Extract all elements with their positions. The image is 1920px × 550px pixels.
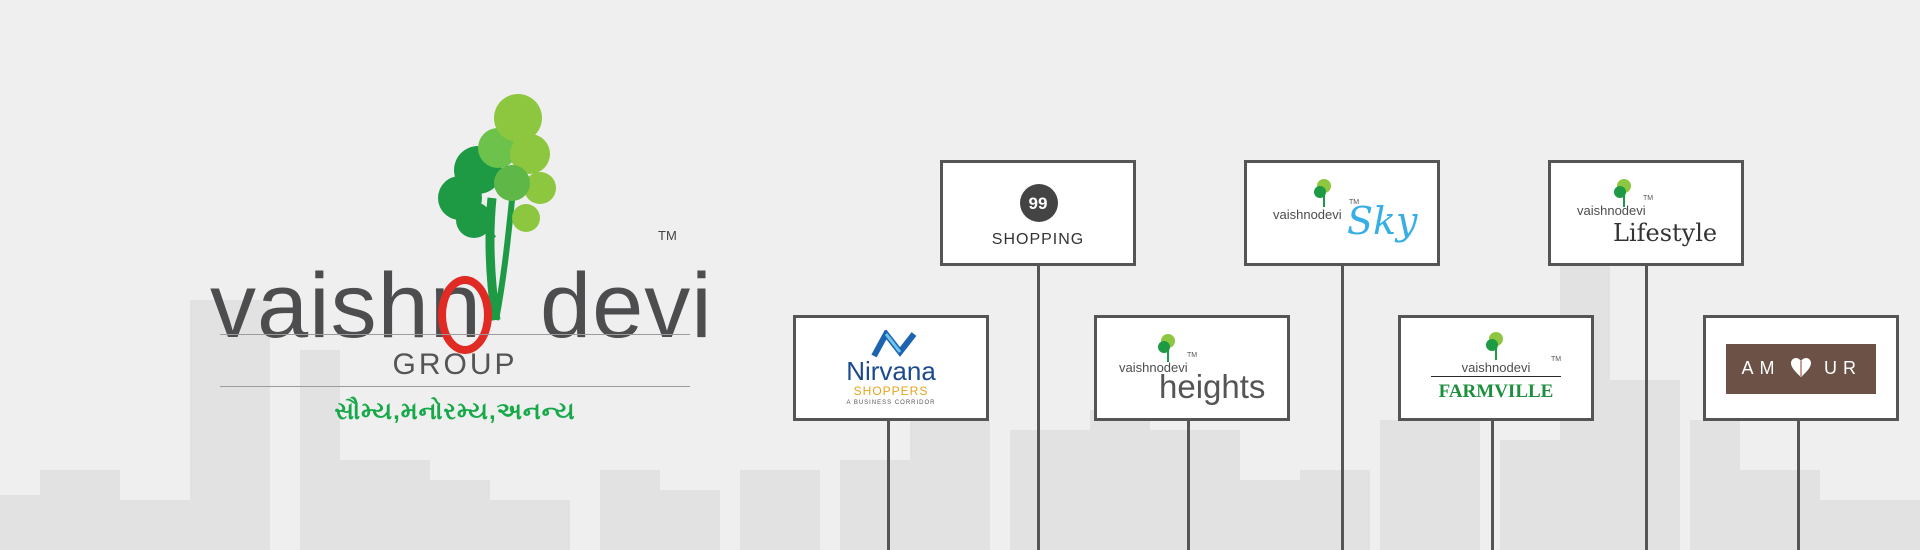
trademark-mark: TM	[1349, 199, 1360, 206]
trademark-mark: TM	[1551, 356, 1562, 363]
project-label: Nirvana	[846, 356, 936, 386]
gujarati-slogan: સૌમ્ય,મનોરમ્ય,અનન્ય	[334, 398, 576, 425]
tree-icon	[1614, 179, 1631, 207]
sign-pole	[1037, 263, 1040, 550]
sign-pole	[1341, 263, 1344, 550]
trademark-mark: TM	[1187, 352, 1198, 359]
nirvana-n-icon	[871, 330, 917, 358]
99-badge-text: 99	[1028, 194, 1048, 213]
project-sub-label: SHOPPERS	[853, 384, 929, 398]
sign-pole	[1797, 418, 1800, 550]
project-label: Lifestyle	[1613, 219, 1718, 247]
project-sign-vaishnodevi-farmville[interactable]: vaishnodevi TM FARMVILLE	[1398, 315, 1594, 421]
99-badge-icon	[1020, 184, 1058, 222]
vaishnodevi-prefix: vaishnodevi	[1273, 207, 1342, 222]
heart-icon	[1791, 358, 1811, 377]
project-label: FARMVILLE	[1438, 381, 1554, 402]
trademark-mark: TM	[658, 228, 677, 243]
sign-pole	[1187, 418, 1190, 550]
divider	[1431, 376, 1561, 377]
divider-top	[220, 334, 690, 335]
project-tagline: A BUSINESS CORRIDOR	[846, 400, 936, 406]
project-sign-vaishnodevi-lifestyle[interactable]: vaishnodevi TM Lifestyle	[1548, 160, 1744, 266]
amour-label-right: UR	[1824, 358, 1862, 378]
project-sign-vaishnodevi-heights[interactable]: vaishnodevi TM heights	[1094, 315, 1290, 421]
vaishnodevi-prefix: vaishnodevi	[1461, 360, 1531, 375]
brand-name-left: vaishn	[210, 255, 482, 357]
divider-bottom	[220, 386, 690, 387]
sign-pole	[887, 418, 890, 550]
amour-label-left: AM	[1741, 358, 1781, 378]
project-label: Sky	[1347, 199, 1418, 243]
project-sign-amour[interactable]: AM UR	[1703, 315, 1899, 421]
vaishnodevi-prefix: vaishnodevi	[1577, 203, 1646, 218]
project-sign-nirvana-shoppers[interactable]: Nirvana SHOPPERS A BUSINESS CORRIDOR	[793, 315, 989, 421]
group-label: GROUP	[392, 348, 518, 381]
tree-icon	[1158, 334, 1175, 362]
brand-name-right: devi	[539, 255, 713, 357]
tree-icon	[438, 94, 556, 321]
project-label: SHOPPING	[991, 231, 1085, 248]
project-sign-vaishnodevi-sky[interactable]: vaishnodevi TM Sky	[1244, 160, 1440, 266]
tree-icon	[1486, 332, 1503, 360]
vaishnodevi-prefix: vaishnodevi	[1119, 360, 1188, 375]
project-sign-99-shopping[interactable]: 99 SHOPPING	[940, 160, 1136, 266]
red-o-ring	[438, 276, 492, 354]
trademark-mark: TM	[1643, 195, 1654, 202]
tree-icon	[1314, 179, 1331, 207]
sign-pole	[1491, 418, 1494, 550]
project-label: heights	[1159, 368, 1266, 405]
sign-pole	[1645, 263, 1648, 550]
